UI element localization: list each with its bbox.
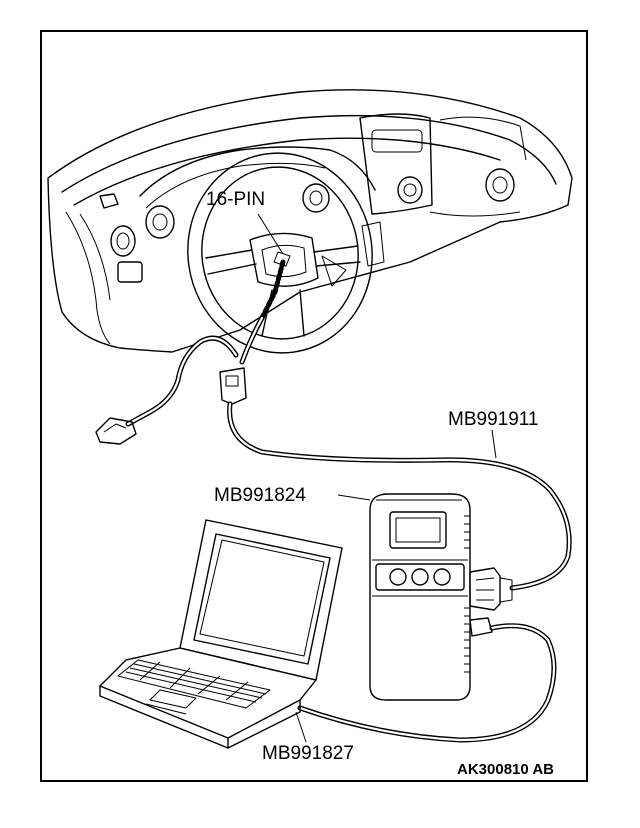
leader-lines (257, 213, 497, 743)
connector-label: 16-PIN (206, 189, 266, 210)
cables (95, 251, 572, 743)
laptop-pc (99, 519, 343, 749)
cable-label: MB991911 (448, 409, 539, 430)
diagram-frame (40, 30, 588, 782)
usb-cable-label: MB991827 (262, 743, 354, 764)
interface-label: MB991824 (214, 485, 306, 506)
figure-code: AK300810 AB (457, 761, 554, 778)
dashboard-illustration (47, 89, 573, 353)
vci-interface (369, 493, 513, 701)
